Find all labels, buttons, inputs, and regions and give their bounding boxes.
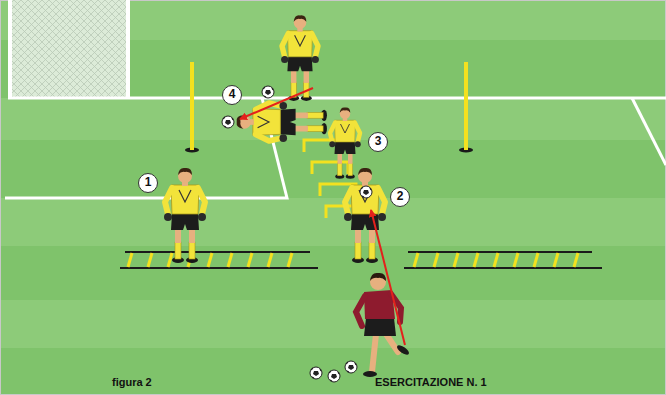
agility-ladder-part-part (574, 253, 578, 267)
coach-kicking-part (363, 371, 377, 377)
coach-kicking-part (372, 334, 376, 372)
callout-number: 3 (368, 132, 388, 152)
goal-part (8, 0, 130, 98)
ball (222, 116, 234, 128)
goalkeeper-hurdles (329, 107, 361, 178)
ball-path-arrow-part (371, 210, 405, 345)
ball (345, 361, 357, 373)
agility-ladder-part-part (474, 253, 478, 267)
agility-ladder-part-part (494, 253, 498, 267)
caption-text: figura 2 (112, 376, 152, 389)
field-lines (5, 98, 666, 198)
goalkeeper-ladder (164, 168, 206, 263)
callout-number: 4 (222, 85, 242, 105)
marker-poles (185, 62, 473, 153)
ball-path-arrow (240, 88, 405, 345)
goal-part (8, 0, 12, 98)
pitch-ground-part (0, 98, 666, 140)
pitch-ground-part (0, 300, 666, 348)
ball (262, 86, 274, 98)
coach-kicking (356, 273, 410, 377)
coach-kicking-part (370, 273, 386, 281)
goalkeeper-diving (237, 102, 327, 142)
agility-ladder-part-part (268, 253, 272, 267)
callout-number: 2 (390, 187, 410, 207)
goalkeeper-jumping (281, 15, 319, 101)
marker-poles-part (464, 62, 468, 150)
agility-ladder (120, 252, 318, 268)
agility-ladder-part (408, 251, 592, 253)
hurdles-part (312, 162, 348, 174)
agility-ladder-part-part (454, 253, 458, 267)
agility-ladder-part-part (534, 253, 538, 267)
goal-part (8, 0, 130, 98)
agility-ladder-part (414, 253, 578, 267)
agility-ladder-part (404, 267, 602, 269)
field-lines-part (8, 97, 666, 100)
agility-ladder-part-part (208, 253, 212, 267)
ball (310, 367, 322, 379)
goal-part (126, 0, 130, 98)
agility-ladder-part-part (288, 253, 292, 267)
coach-kicking-part (356, 296, 365, 326)
agility-ladder-part-part (514, 253, 518, 267)
agility-ladder-part-part (148, 253, 152, 267)
agility-ladder-part-part (248, 253, 252, 267)
caption-text: ESERCITAZIONE N. 1 (375, 376, 487, 389)
agility-ladder-part-part (414, 253, 418, 267)
ball (328, 370, 340, 382)
coach-kicking-part (386, 334, 398, 352)
callout-number: 1 (138, 173, 158, 193)
agility-ladder-part-part (128, 253, 132, 267)
goalkeeper-catching (344, 168, 386, 263)
field-lines-part (632, 98, 666, 165)
agility-ladder (404, 252, 602, 268)
ball-path-arrow-part (240, 88, 313, 119)
coach-kicking-part (364, 318, 396, 336)
agility-ladder-part (125, 251, 310, 253)
agility-ladder-part-part (554, 253, 558, 267)
agility-ladder-part-part (434, 253, 438, 267)
pitch-ground-part (0, 198, 666, 246)
goal (8, 0, 130, 98)
agility-ladder-part-part (228, 253, 232, 267)
marker-poles-part (190, 62, 194, 150)
field-lines-part (5, 98, 287, 198)
agility-ladder-part (120, 267, 318, 269)
agility-ladder-part-part (168, 253, 172, 267)
agility-ladder-part (128, 253, 292, 267)
ball (360, 186, 372, 198)
coach-kicking-part (396, 344, 411, 357)
